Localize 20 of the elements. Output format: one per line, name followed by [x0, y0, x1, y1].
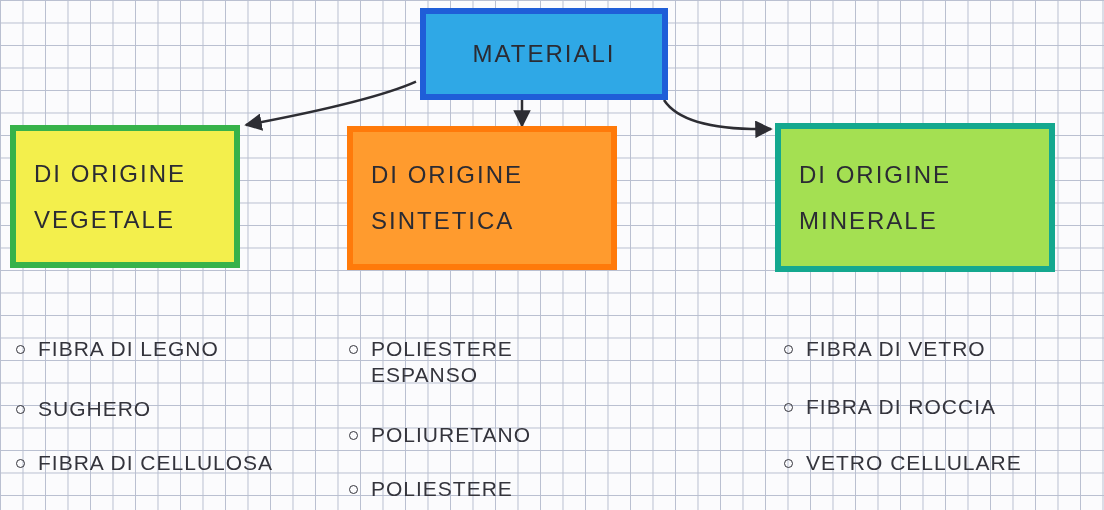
bullet-item: SUGHERO [12, 396, 332, 423]
bullet-item: FIBRA DI LEGNO [12, 336, 332, 363]
category-box [420, 8, 668, 100]
box-label: DI ORIGINE VEGETALE [34, 158, 187, 235]
category-box [775, 123, 1055, 272]
category-box [347, 126, 617, 270]
arrow [244, 80, 417, 131]
box-label: MATERIALI [472, 39, 616, 70]
bullet-item: POLIURETANO [345, 422, 625, 449]
bullet-item: FIBRA DI CELLULOSA [12, 450, 332, 477]
bullet-item: FIBRA DI ROCCIA [780, 394, 1100, 421]
arrow [663, 99, 773, 138]
category-box [10, 125, 240, 268]
box-label: DI ORIGINE SINTETICA [371, 160, 524, 236]
arrow [513, 100, 531, 128]
box-label: DI ORIGINE MINERALE [799, 159, 952, 236]
bullet-item: POLIESTERE ESPANSO [345, 336, 595, 389]
bullet-item: POLIESTERE [345, 476, 625, 503]
bullet-item: FIBRA DI VETRO [780, 336, 1100, 363]
bullet-item: VETRO CELLULARE [780, 450, 1100, 477]
